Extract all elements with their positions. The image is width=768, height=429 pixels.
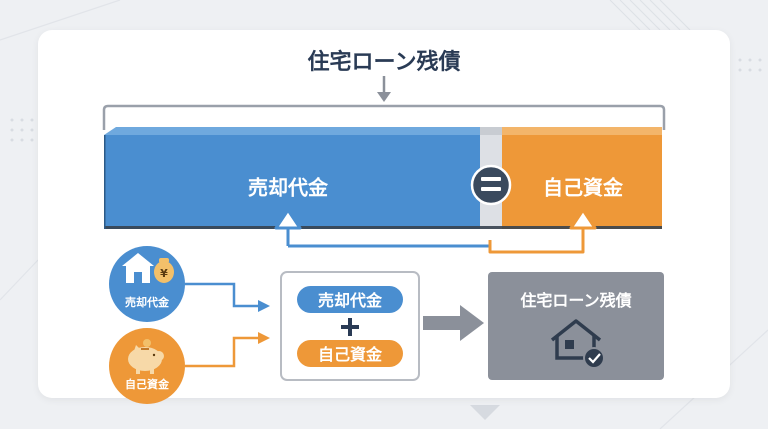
result-box [488, 272, 664, 380]
source-label-sale: 売却代金 [125, 296, 169, 309]
sum-label-own: 自己資金 [317, 345, 383, 364]
house-money-icon: ¥ [122, 253, 174, 283]
piggy-bank-icon [128, 339, 164, 374]
source-own-circle [109, 328, 185, 404]
result-arrow [423, 305, 484, 341]
source-sale-circle: ¥ [109, 246, 185, 322]
sum-label-sale: 売却代金 [317, 291, 383, 310]
sum-pill-own [297, 340, 403, 367]
total-bracket [102, 104, 666, 130]
page-title: 住宅ローン残債 [307, 50, 461, 75]
connector-blue [185, 282, 270, 312]
result-label: 住宅ローン残債 [520, 291, 632, 310]
title-down-arrow [377, 76, 391, 102]
connector-orange [185, 332, 270, 368]
sum-pill-sale [297, 286, 403, 313]
bar-label-sale: 売却代金 [248, 175, 328, 200]
equals-sign [470, 164, 512, 206]
plus-sign [341, 318, 359, 336]
house-check-icon [550, 319, 605, 369]
bar-label-own: 自己資金 [543, 175, 623, 200]
source-label-own: 自己資金 [125, 378, 169, 391]
return-arrow-blue [274, 208, 490, 248]
return-arrow-orange [488, 208, 597, 254]
svg-text:¥: ¥ [160, 267, 168, 280]
